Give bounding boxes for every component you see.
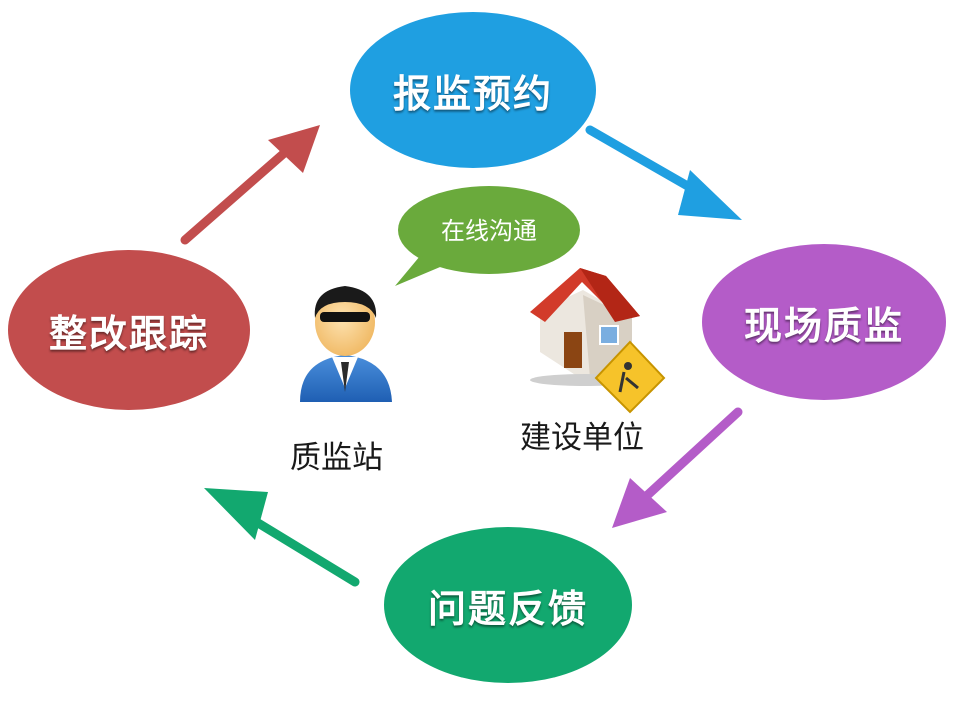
arrow-left-to-top	[180, 125, 320, 245]
arrow-top-to-right	[585, 125, 742, 220]
stage-appointment-label: 报监预约	[392, 71, 553, 116]
stage-onsite-inspection-label: 现场质监	[743, 303, 904, 348]
stage-rectification: 整改跟踪	[8, 250, 250, 410]
bubble-text: 在线沟通	[441, 216, 537, 245]
stage-feedback: 问题反馈	[384, 527, 632, 683]
arrow-bottom-to-left	[204, 488, 360, 587]
stage-rectification-label: 整改跟踪	[48, 311, 209, 356]
arrow-right-to-bottom	[612, 407, 743, 528]
house-label: 建设单位	[520, 420, 644, 456]
stage-appointment: 报监预约	[350, 12, 596, 168]
person-label: 质监站	[290, 440, 383, 476]
stage-onsite-inspection: 现场质监	[702, 244, 946, 400]
stage-feedback-label: 问题反馈	[427, 586, 588, 631]
